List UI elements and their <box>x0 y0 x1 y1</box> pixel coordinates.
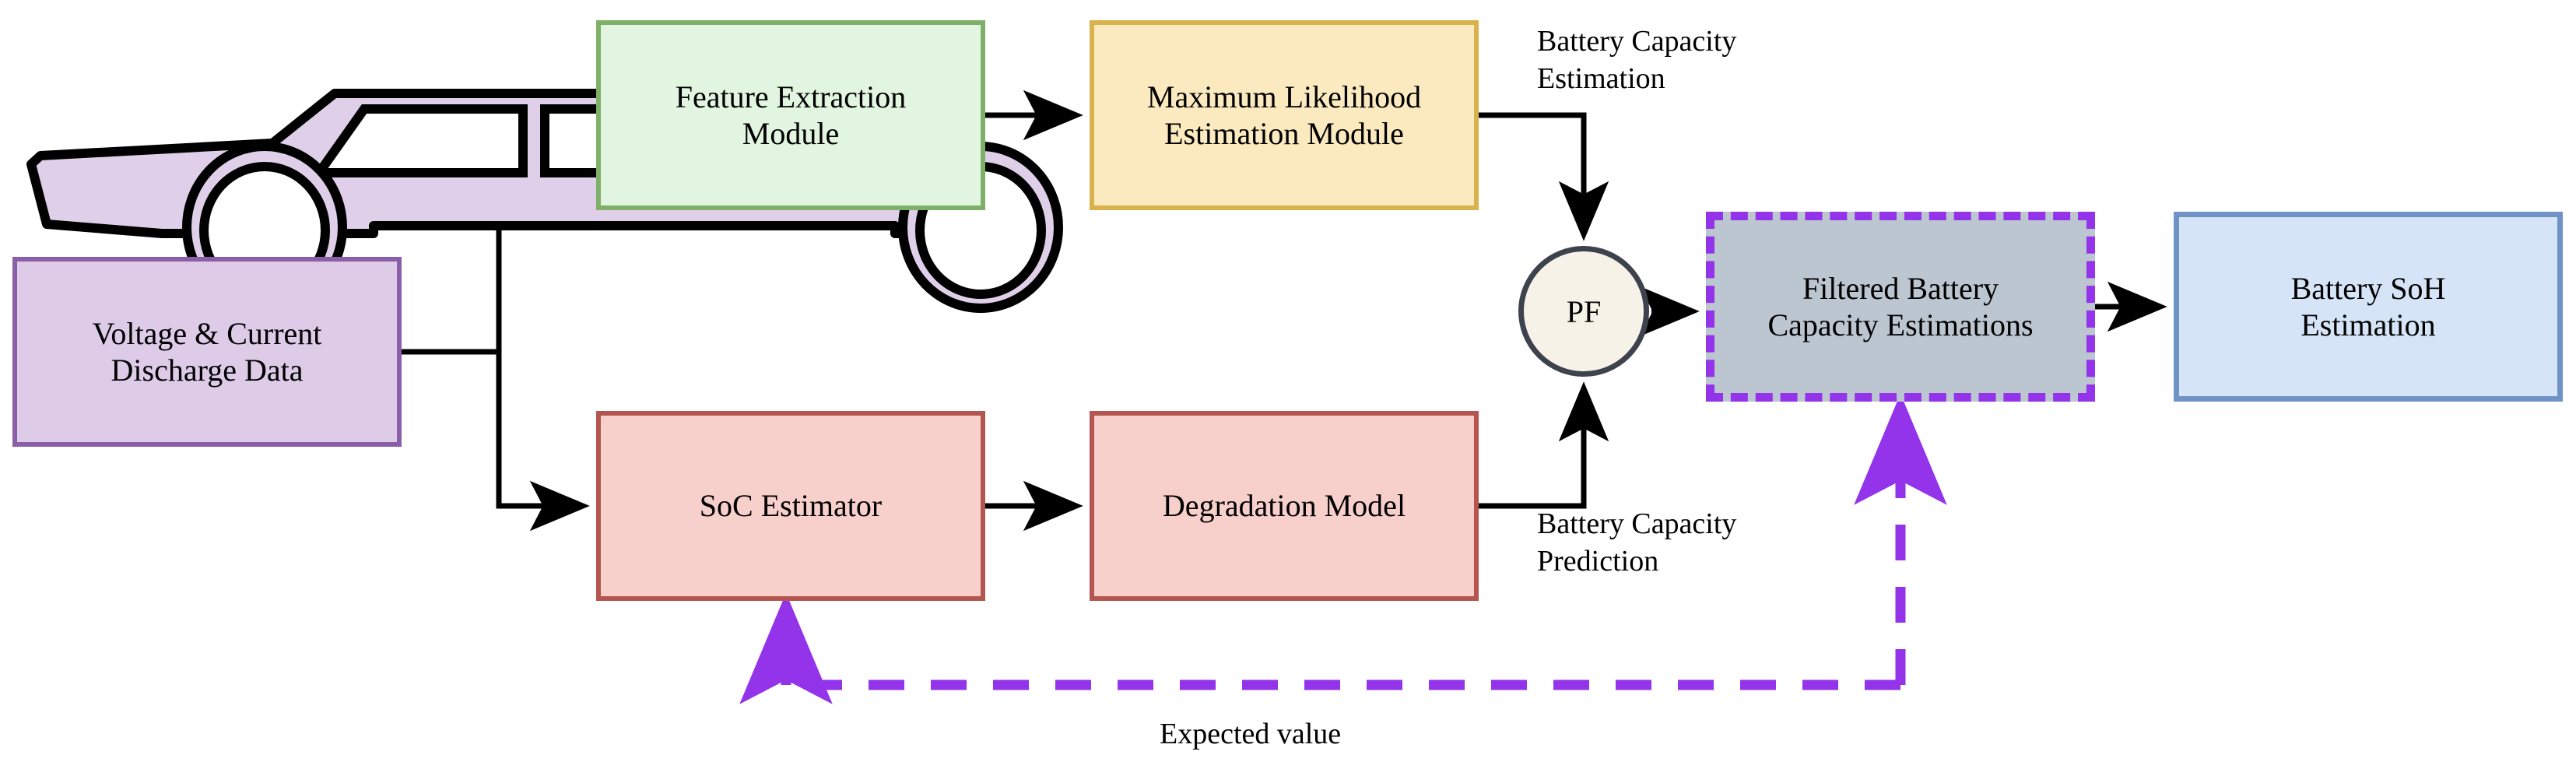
node-mle-module[interactable]: Maximum Likelihood Estimation Module <box>1090 20 1479 210</box>
edge-degradation-to-particle-filter <box>1479 381 1609 509</box>
node-filtered-capacity[interactable]: Filtered Battery Capacity Estimations <box>1706 212 2095 402</box>
node-filtered-capacity-label: Filtered Battery Capacity Estimations <box>1767 270 2034 342</box>
node-soc-estimator-label: SoC Estimator <box>699 488 883 524</box>
node-degradation-model-label: Degradation Model <box>1162 488 1406 524</box>
node-mle-module-label: Maximum Likelihood Estimation Module <box>1146 79 1422 151</box>
node-feature-extraction-label: Feature Extraction Module <box>675 79 907 151</box>
node-battery-soh-label: Battery SoH Estimation <box>2290 270 2446 342</box>
edge-label-expected-value: Expected value <box>1160 718 1342 750</box>
edge-mle-to-particle-filter <box>1479 112 1609 241</box>
node-degradation-model[interactable]: Degradation Model <box>1090 411 1479 601</box>
node-data-source-label: Voltage & Current Discharge Data <box>92 315 322 388</box>
node-particle-filter-label: PF <box>1566 293 1602 329</box>
edge-label-capacity-estimation: Battery Capacity Estimation <box>1537 25 1737 95</box>
node-battery-soh[interactable]: Battery SoH Estimation <box>2174 212 2563 402</box>
edge-data-to-soc-estimator <box>496 352 590 532</box>
node-feature-extraction[interactable]: Feature Extraction Module <box>596 20 985 210</box>
node-particle-filter[interactable]: PF <box>1518 246 1649 377</box>
node-data-source[interactable]: Voltage & Current Discharge Data <box>12 257 402 447</box>
edge-label-capacity-prediction: Battery Capacity Prediction <box>1537 507 1737 578</box>
edge-feedback-expected-value <box>739 393 1947 704</box>
node-soc-estimator[interactable]: SoC Estimator <box>596 411 985 601</box>
